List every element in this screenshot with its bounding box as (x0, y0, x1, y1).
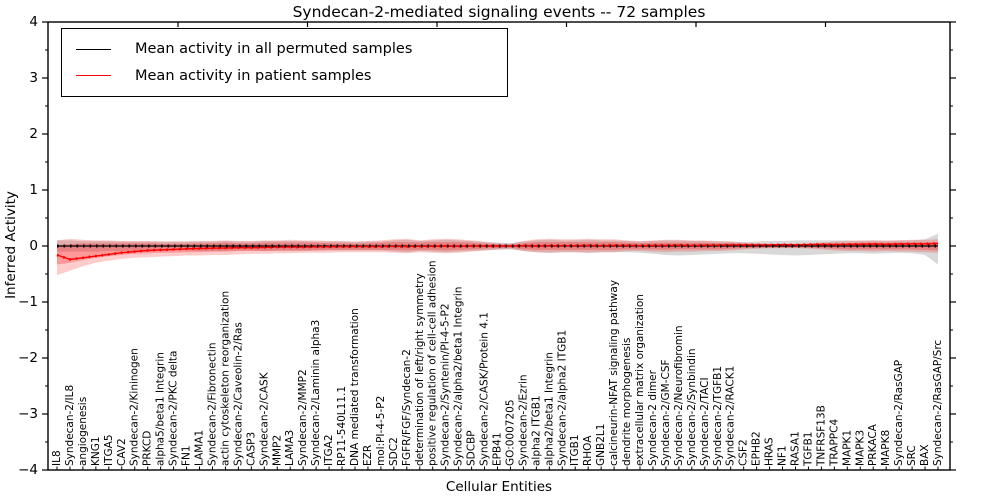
y-tick-label: 2 (29, 126, 38, 142)
x-tick-label: CSF2 (738, 439, 750, 466)
x-tick-label: alpha2/beta1 Integrin (543, 352, 555, 466)
x-tick-label: Syndecan-2/Fibronectin (206, 343, 218, 466)
legend-label: Mean activity in all permuted samples (135, 41, 413, 58)
x-tick-label: Syndecan-2/alpha2 ITGB1 (556, 330, 568, 466)
y-tick-label: 3 (29, 70, 38, 86)
chart-title: Syndecan-2-mediated signaling events -- … (292, 3, 706, 21)
x-tick-label: positive regulation of cell-cell adhesio… (427, 260, 439, 466)
x-tick-label: alpha2 ITGB1 (530, 395, 542, 466)
x-tick-label: NF1 (777, 445, 789, 466)
x-tick-label: EPHB2 (751, 431, 763, 466)
x-tick-label: MAPK1 (841, 430, 853, 466)
x-tick-label: ITGA2 (323, 434, 335, 466)
x-tick-label: dendrite morphogenesis (621, 338, 633, 466)
x-tick-label: Syndecan-2/CASK (258, 371, 270, 466)
x-tick-label: alpha5/beta1 Integrin (155, 352, 167, 466)
y-tick-label: 1 (29, 182, 38, 198)
legend: Mean activity in all permuted samples Me… (61, 28, 508, 97)
x-tick-label: PRKCD (142, 431, 154, 466)
x-tick-label: ITGA5 (103, 434, 115, 466)
x-tick-label: TRAPPC4 (828, 419, 840, 467)
x-tick-label: KNG1 (90, 436, 102, 466)
x-tick-label: Syndecan-2/PKC delta (168, 351, 180, 466)
y-tick-label: 4 (29, 14, 38, 30)
x-tick-label: GNB2L1 (595, 424, 607, 466)
x-tick-label: EPB41 (492, 432, 504, 466)
legend-label: Mean activity in patient samples (135, 67, 372, 84)
x-tick-label: Syndecan-2/TACI (699, 377, 711, 466)
patient-line-swatch (76, 75, 111, 77)
x-tick-label: LAMA3 (284, 430, 296, 466)
x-tick-label: ITGB1 (569, 434, 581, 466)
x-tick-label: MAPK8 (880, 430, 892, 466)
x-axis-label: Cellular Entities (445, 479, 553, 495)
patient-mean-markers (56, 242, 939, 261)
x-tick-label: PRKACA (867, 423, 879, 466)
x-tick-label: CAV2 (116, 438, 128, 466)
x-tick-label: EZR (362, 445, 374, 466)
x-tick-label: extracellular matrix organization (634, 294, 646, 466)
x-tick-label: mol:PI-4-5-P2 (375, 396, 387, 466)
x-tick-label: Syndecan-2/TGFB1 (712, 366, 724, 466)
x-tick-label: FN1 (181, 445, 193, 466)
y-tick-label: −4 (18, 462, 38, 478)
x-tick-label: RHOA (582, 435, 594, 466)
x-tick-label: RP11-540L11.1 (336, 386, 348, 466)
x-tick-label: SDCBP (466, 430, 478, 466)
x-tick-label: SRC (906, 445, 918, 466)
x-tick-label: Syndecan-2/alpha2/beta1 Integrin (453, 287, 465, 466)
x-tick-label: Syndecan-2/RasGAP (893, 360, 905, 466)
permuted-line-swatch (76, 48, 111, 50)
x-tick-label: LAMA1 (194, 430, 206, 466)
x-tick-label: calcineurin-NFAT signaling pathway (608, 280, 620, 466)
x-tick-label: MMP2 (271, 435, 283, 466)
x-tick-label: Syndecan-2/MMP2 (297, 369, 309, 466)
x-tick-label: angiogenesis (77, 397, 89, 466)
x-tick-label: CASP3 (245, 432, 257, 466)
y-tick-label: −3 (18, 406, 38, 422)
x-tick-label: Syndecan-2/Synbindin (686, 348, 698, 466)
x-tick-label: Syndecan-2/IL8 (64, 385, 76, 466)
x-tick-label: DNA mediated transformation (349, 308, 361, 466)
x-tick-label: determination of left/right symmetry (414, 273, 426, 466)
x-tick-label: Syndecan-2/RACK1 (725, 366, 737, 466)
x-tick-label: BAX (919, 444, 931, 466)
y-tick-label: −1 (18, 294, 38, 310)
x-tick-label: Syndecan-2/CASK/Protein 4.1 (479, 312, 491, 466)
x-tick-label: Syndecan-2/Ezrin (517, 374, 529, 466)
x-tick-label: SDC2 (388, 437, 400, 466)
x-tick-label: TGFB1 (802, 432, 814, 467)
x-tick-label: Syndecan-2/Laminin alpha3 (310, 320, 322, 466)
x-tick-label: Syndecan-2 dimer (647, 369, 659, 466)
x-tick-label: Syndecan-2/RasGAP/Src (932, 340, 944, 466)
x-tick-label: HRAS (764, 437, 776, 466)
legend-entry-patient: Mean activity in patient samples (76, 68, 507, 84)
x-tick-label: TNFRSF13B (815, 405, 827, 467)
x-tick-label: MAPK3 (854, 430, 866, 466)
y-tick-label: −2 (18, 350, 38, 366)
x-tick-label: Syndecan-2/Caveolin-2/Ras (232, 322, 244, 466)
y-tick-label: 0 (29, 238, 38, 254)
x-tick-label: Syndecan-2/Syntenin/PI-4-5-P2 (440, 303, 452, 466)
x-tick-label: IL8 (51, 450, 63, 466)
legend-entry-permuted: Mean activity in all permuted samples (76, 41, 507, 57)
x-tick-label: Syndecan-2/Neurofibromin (673, 325, 685, 466)
permuted-samples-std-band (57, 233, 938, 265)
x-tick-label: actin cytoskeleton reorganization (219, 291, 231, 466)
x-tick-label: Syndecan-2/GM-CSF (660, 359, 672, 466)
x-tick-label: Syndecan-2/Kininogen (129, 348, 141, 466)
x-tick-label: GO:0007205 (504, 399, 516, 466)
x-tick-label: RASA1 (789, 431, 801, 466)
x-tick-label: FGFR/FGF/Syndecan-2 (401, 349, 413, 466)
